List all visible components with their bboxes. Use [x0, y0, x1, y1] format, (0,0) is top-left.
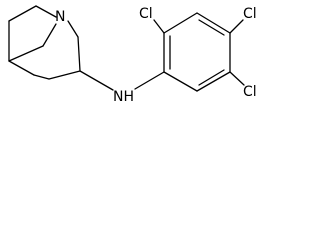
benzene-ring [163, 12, 231, 92]
bond-c3-cbottom [48, 70, 81, 80]
double-bond-c5-c6 [198, 69, 225, 86]
bond-c2-cl-ortho [153, 19, 165, 34]
bond-c5-cl-meta [229, 71, 245, 86]
bond-n-cmidleft [42, 23, 57, 47]
atom-label-amine-nh: NH [113, 89, 134, 105]
bond-nh-aryl [134, 71, 165, 90]
atom-label-quinuclidine-n: N [55, 9, 65, 25]
atom-label-cl-meta: Cl [243, 84, 257, 100]
atom-label-cl-ortho: Cl [139, 6, 153, 22]
quinuclidine-ring [8, 5, 81, 80]
bond-cbottomleft-cbottom [8, 60, 35, 76]
bond-c4-cl-para [229, 19, 244, 34]
bond-cbottom-cbridge [33, 74, 50, 80]
bond-c2-c3 [163, 12, 198, 34]
bond-ctop-cleft [8, 5, 37, 22]
double-bond-c3-c4 [198, 19, 225, 36]
bond-c3-nh [79, 70, 114, 91]
bond-n-cright [67, 20, 79, 38]
structure-diagram: N NH Cl Cl Cl [8, 5, 257, 105]
bond-c3-c4 [196, 12, 231, 34]
bond-c5-c6 [196, 71, 231, 92]
atom-label-cl-para: Cl [243, 6, 257, 22]
bond-cright-c3 [77, 36, 81, 72]
bond-cmidleft-cbottomleft [8, 45, 44, 62]
bond-n-ctop [35, 5, 57, 18]
bond-c6-c1 [163, 71, 198, 92]
